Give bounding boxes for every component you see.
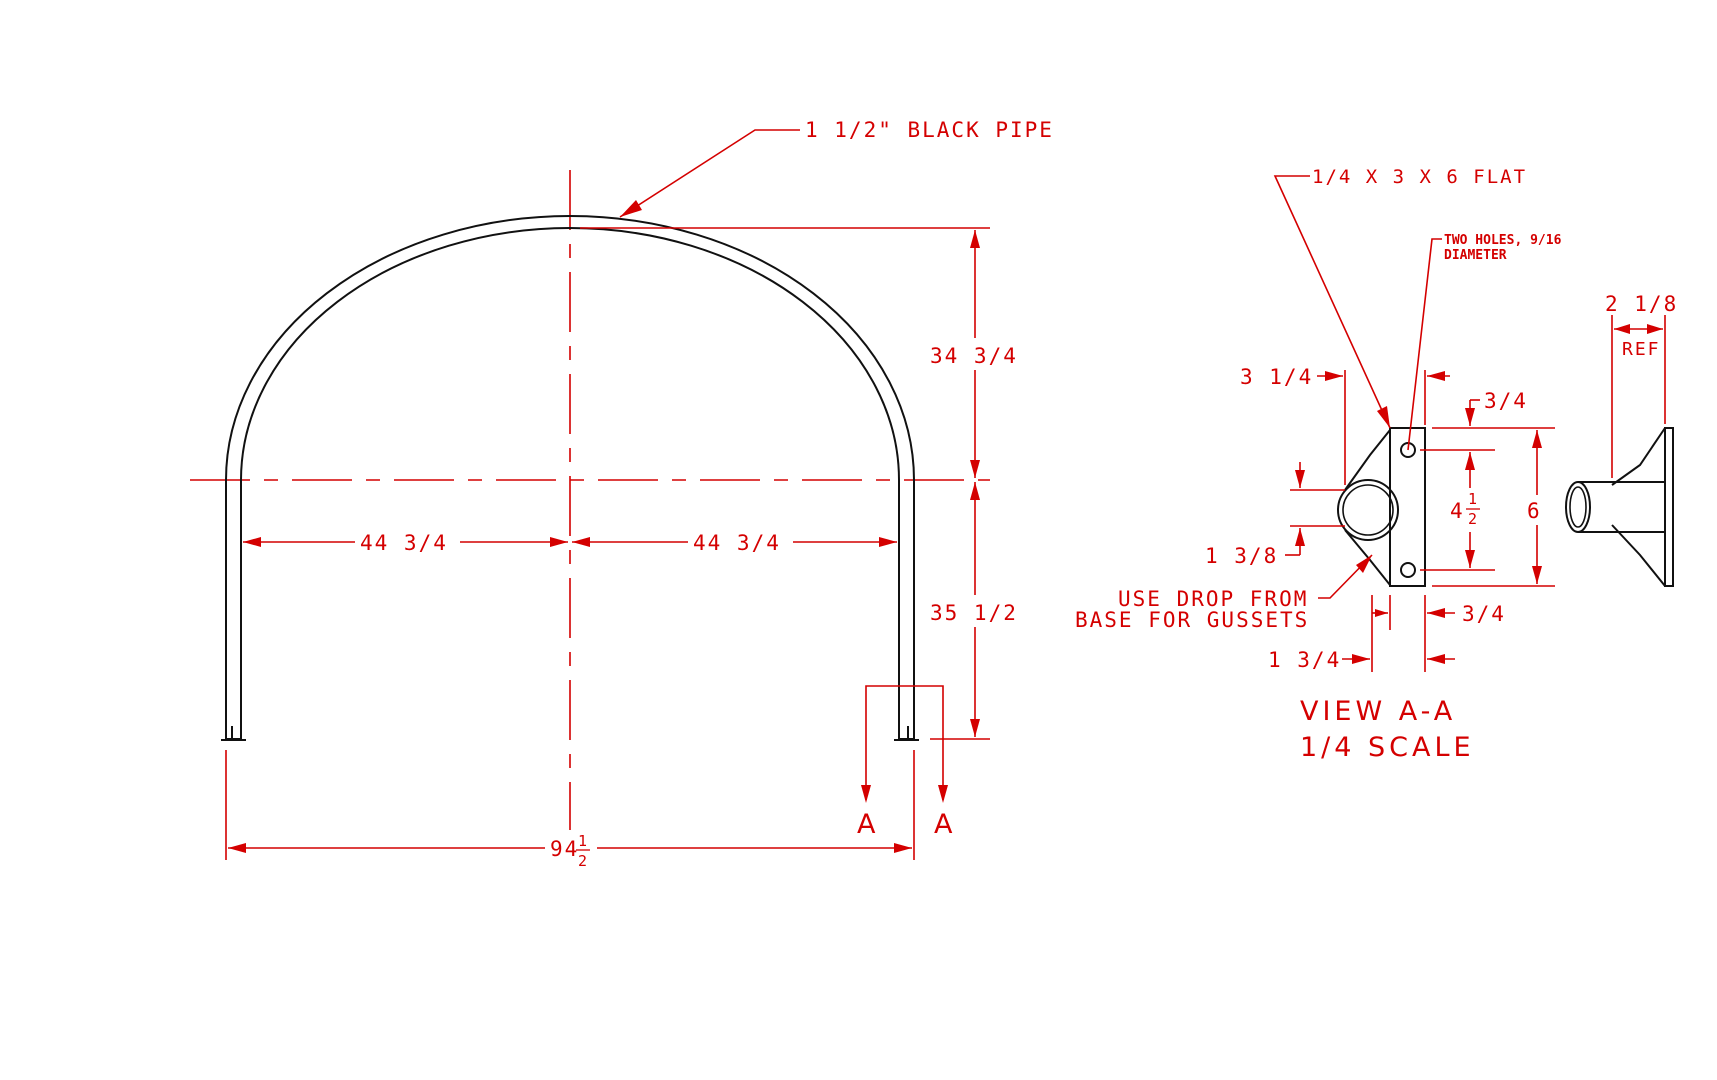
arrow-1-3-8-top [1295,470,1305,488]
flat-callout-leader [1273,175,1391,429]
arrow-3-4-bottom-a [1375,609,1388,617]
view-scale: 1/4 SCALE [1300,732,1475,763]
pipe-callout-text: 1 1/2" BLACK PIPE [805,118,1054,142]
arrow-3-4-bottom-b [1427,608,1445,618]
arrow-3-1-4-right [1427,371,1445,381]
dim-1-3-4-text: 1 3/4 [1268,648,1341,672]
arrow-lower-bottom [970,719,980,737]
side-pipe-end [1565,481,1591,533]
flat-callout-arrow [1377,406,1390,428]
dim-4-whole-text: 4 [1450,499,1465,523]
dim-overall-whole-text: 94 [550,837,579,861]
view-a-a: 1/4 X 3 X 6 FLAT TWO HOLES, 9/16 DIAMETE… [1075,166,1562,763]
dim-1-3-8-text: 1 3/8 [1205,544,1278,568]
arrow-left-half-b [550,537,568,547]
arrow-2-1-8-right [1647,324,1663,334]
lower-gusset [1344,529,1391,586]
dim-6-text: 6 [1527,499,1542,523]
arrow-4-1-2-bottom [1465,550,1475,568]
dim-3-4-top-text: 3/4 [1484,389,1528,413]
holes-callout-line1: TWO HOLES, 9/16 [1444,233,1562,248]
side-gusset-lower [1611,524,1666,587]
left-base-plate [221,726,246,741]
gusset-note-arrow [1356,555,1372,573]
pipe-callout-leader [619,129,800,218]
section-mark-right: A [934,809,956,840]
side-pipe-end-inner [1569,486,1587,528]
flat-callout-text: 1/4 X 3 X 6 FLAT [1312,166,1527,188]
arrow-1-3-4-right [1427,654,1445,664]
dim-4-frac-num: 1 [1468,490,1479,508]
arch-view: 1 1/2" BLACK PIPE 34 3/4 35 1/2 44 3/4 4… [190,118,1054,870]
arrow-overall-right [894,843,912,853]
arrow-overall-left [228,843,246,853]
dim-overall-frac-den: 2 [578,852,589,870]
arrow-3-1-4-left [1325,371,1343,381]
arrow-3-4-top [1465,408,1475,426]
dim-3-4-bottom-text: 3/4 [1462,602,1506,626]
section-mark-left: A [857,809,879,840]
upper-gusset [1344,429,1391,491]
ref-label: REF [1622,339,1661,360]
right-base-plate [894,726,919,741]
side-gusset [1611,427,1666,486]
pipe-arch-inner [240,227,900,739]
view-title: VIEW A-A [1300,696,1456,727]
gusset-note-line1: USE DROP FROM [1118,587,1308,611]
dim-2-1-8-text: 2 1/8 [1605,292,1678,316]
pipe-section-inner [1342,484,1394,536]
dim-4-frac-den: 2 [1468,510,1479,528]
dim-upper-height-text: 34 3/4 [930,344,1018,368]
arrow-upper-top [970,230,980,248]
section-arrow-right [938,785,948,803]
arrow-1-3-4-left [1352,654,1370,664]
arrow-2-1-8-left [1614,324,1630,334]
arrow-6-top [1532,430,1542,448]
flat-plate [1389,427,1426,587]
dim-3-1-4-text: 3 1/4 [1240,365,1313,389]
dim-overall-frac-num: 1 [578,832,589,850]
arrow-4-1-2-top [1465,452,1475,470]
pipe-section-outer [1337,479,1399,541]
side-profile-view: 2 1/8 REF [1565,292,1678,587]
arrow-right-half-b [879,537,897,547]
section-arrow-left [861,785,871,803]
pipe-callout-arrow [620,200,642,217]
gusset-note-line2: BASE FOR GUSSETS [1075,608,1309,632]
arrow-1-3-8-bottom [1295,528,1305,546]
arrow-right-half-a [572,537,590,547]
arrow-upper-bottom [970,460,980,478]
pipe-arch-outer [225,215,915,739]
section-cut-line [865,685,944,800]
arrow-6-bottom [1532,566,1542,584]
dim-right-half-text: 44 3/4 [693,531,781,555]
gusset-note-leader [1318,554,1373,599]
dim-lower-height-text: 35 1/2 [930,601,1018,625]
side-plate [1664,427,1674,587]
hole-bottom [1400,562,1416,578]
holes-callout-leader [1407,238,1442,451]
arrow-lower-top [970,482,980,500]
arrow-left-half-a [243,537,261,547]
holes-callout-line2: DIAMETER [1444,248,1507,263]
dim-left-half-text: 44 3/4 [360,531,448,555]
